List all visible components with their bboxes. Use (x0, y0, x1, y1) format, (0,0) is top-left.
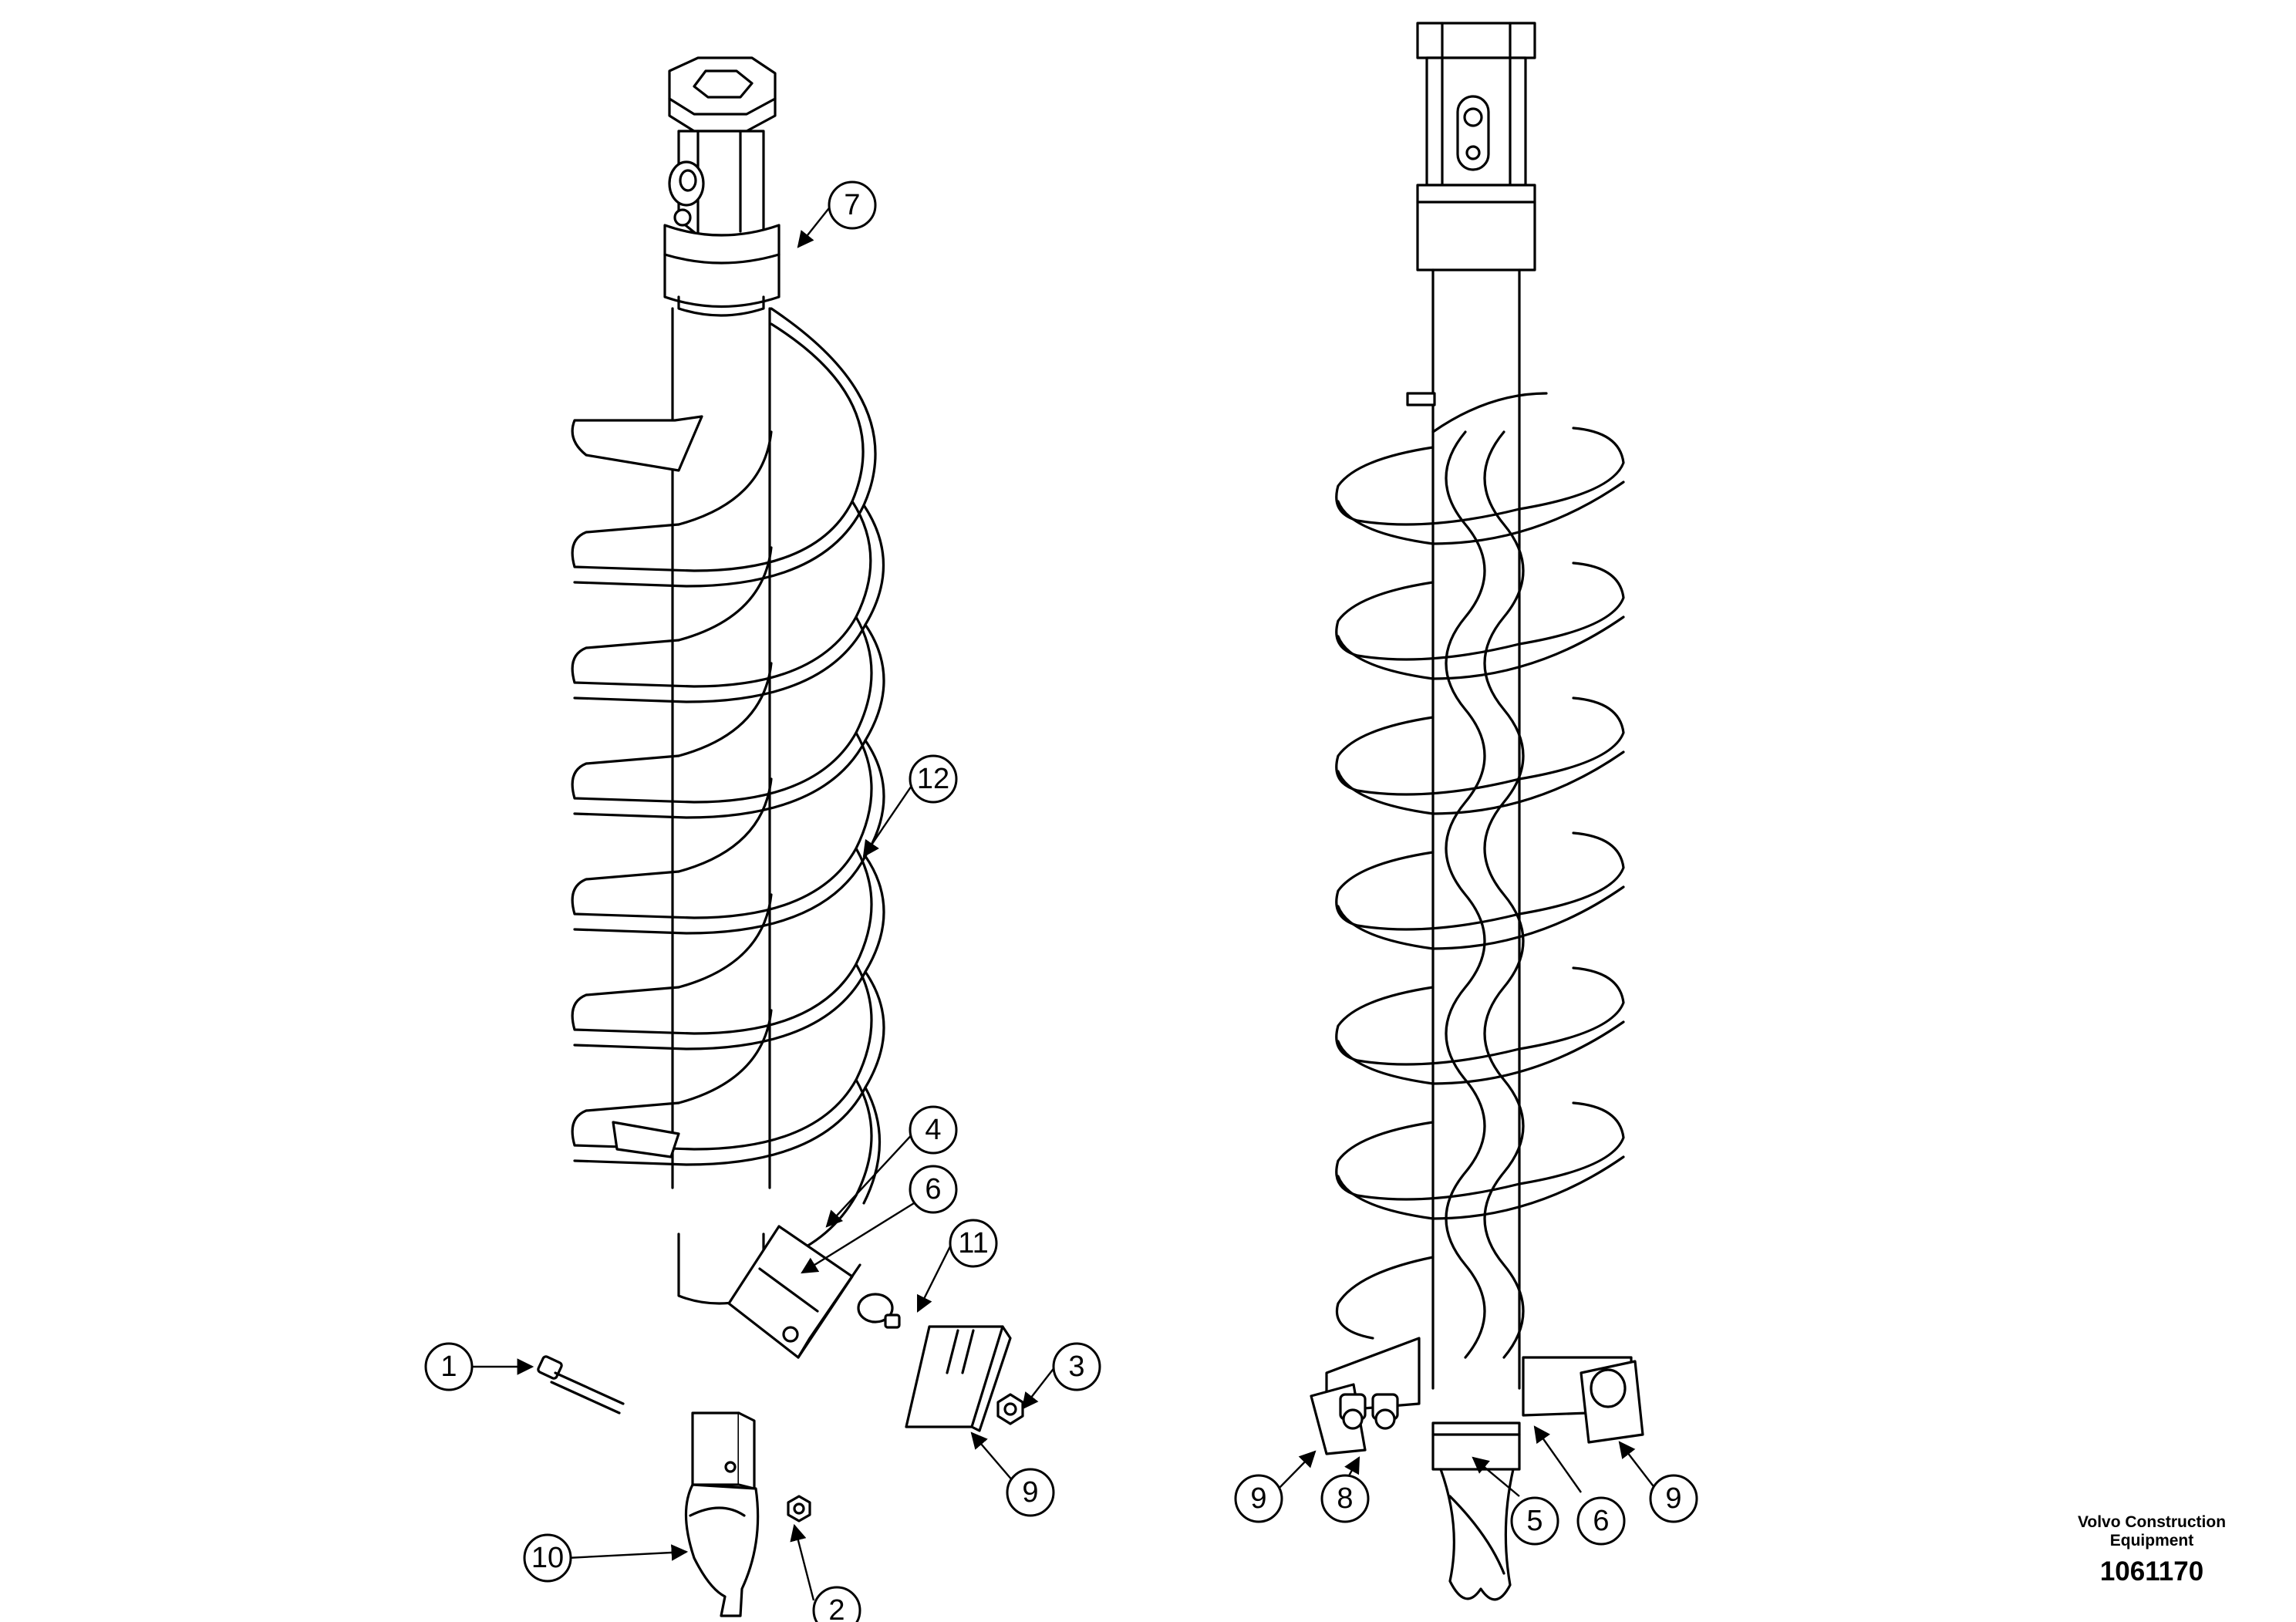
nut-part-3 (996, 1393, 1024, 1425)
hex-drive-head-right (1416, 22, 1536, 187)
callout-5: 5 (1510, 1496, 1559, 1546)
cutting-head-right (1310, 1337, 1644, 1601)
leader-lines (470, 204, 1659, 1601)
tooth-part-9 (905, 1325, 1012, 1432)
nut-part-2 (787, 1495, 811, 1523)
callout-9-left: 9 (1006, 1468, 1055, 1517)
pin-part-11 (857, 1293, 901, 1329)
svg-text:2: 2 (828, 1594, 845, 1622)
callout-8: 8 (1320, 1474, 1370, 1523)
auger-left (571, 56, 885, 1359)
svg-text:7: 7 (844, 189, 860, 221)
svg-text:9: 9 (1022, 1476, 1038, 1509)
company-name-line1: Volvo Construction (2077, 1513, 2227, 1531)
callout-9-right-b: 9 (1649, 1474, 1698, 1523)
collar-left (663, 224, 781, 317)
tooth-holder-left (612, 1121, 861, 1359)
callout-10: 10 (523, 1533, 572, 1583)
svg-text:9: 9 (1665, 1482, 1681, 1515)
callout-9-right-a: 9 (1234, 1474, 1283, 1523)
collar-right (1416, 184, 1536, 271)
document-number: 1061170 (2099, 1556, 2204, 1587)
callout-11: 11 (949, 1219, 998, 1268)
svg-text:9: 9 (1250, 1482, 1266, 1515)
svg-text:1: 1 (440, 1351, 457, 1383)
helix-flights-left (571, 307, 885, 1266)
callout-6-right: 6 (1576, 1496, 1626, 1546)
callout-4: 4 (909, 1105, 958, 1155)
helix-flights-right (1335, 392, 1625, 1359)
svg-text:6: 6 (925, 1173, 941, 1206)
svg-text:3: 3 (1068, 1351, 1084, 1383)
svg-text:4: 4 (925, 1114, 941, 1146)
svg-text:6: 6 (1593, 1505, 1609, 1537)
callout-7: 7 (828, 180, 877, 230)
svg-text:10: 10 (531, 1542, 564, 1574)
svg-text:5: 5 (1526, 1505, 1542, 1537)
hex-drive-head-left (668, 56, 777, 237)
bolt-part-1 (537, 1355, 625, 1415)
svg-text:8: 8 (1337, 1482, 1353, 1515)
callout-6-left: 6 (909, 1165, 958, 1214)
auger-right (1310, 22, 1644, 1601)
callout-3: 3 (1052, 1342, 1101, 1391)
footer-block: Volvo Construction Equipment 1061170 (2067, 1513, 2237, 1587)
svg-text:11: 11 (958, 1227, 988, 1259)
svg-text:12: 12 (917, 763, 949, 795)
company-name-line2: Equipment (2109, 1532, 2194, 1549)
callout-1: 1 (424, 1342, 474, 1391)
callout-12: 12 (909, 754, 958, 804)
tooth-part-10 (684, 1411, 760, 1617)
callout-2: 2 (812, 1586, 861, 1622)
shaft-right (1431, 268, 1521, 1390)
